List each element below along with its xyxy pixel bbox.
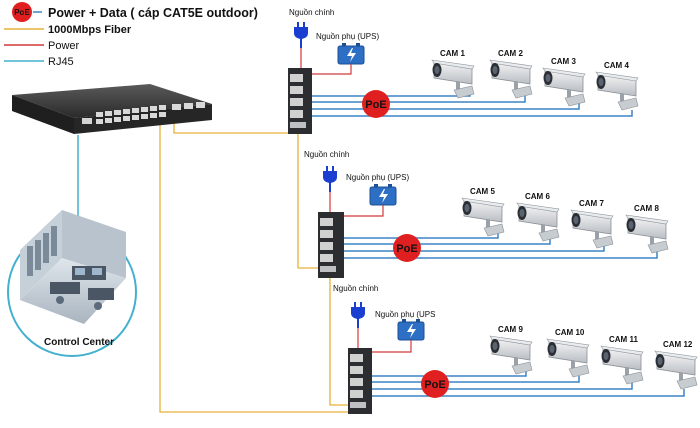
cctv-camera-icon bbox=[546, 338, 590, 378]
camera-7: CAM 7 bbox=[570, 199, 614, 249]
group-3-main-power-label: Nguồn chính bbox=[333, 284, 378, 293]
camera-label: CAM 10 bbox=[555, 328, 585, 337]
camera-label: CAM 9 bbox=[498, 325, 523, 334]
group-3-ups-battery-icon bbox=[397, 319, 425, 341]
camera-label: CAM 11 bbox=[609, 335, 638, 344]
fiber-link-2 bbox=[159, 120, 350, 413]
group-2-main-power-label: Nguồn chính bbox=[304, 150, 349, 159]
group-1-power-plug-icon bbox=[294, 22, 308, 48]
cctv-camera-icon bbox=[625, 214, 669, 254]
control-center: Control Center bbox=[7, 210, 137, 357]
cctv-camera-icon bbox=[542, 67, 586, 107]
camera-1: CAM 1 bbox=[431, 49, 475, 99]
fiber-link-3 bbox=[297, 133, 318, 269]
cctv-camera-icon bbox=[489, 59, 533, 99]
camera-label: CAM 4 bbox=[604, 61, 629, 70]
group-2-poe-text: PoE bbox=[396, 243, 417, 255]
cameras: CAM 1 CAM 2 CAM 3 CAM 4 CAM 5 CAM 6 CAM 7 CAM 8… bbox=[431, 49, 698, 390]
legend-poe-data: Power + Data ( cáp CAT5E outdoor) bbox=[48, 6, 258, 20]
group-3-ups-label: Nguồn phụ (UPS bbox=[375, 310, 435, 319]
group-3-poe-text: PoE bbox=[424, 379, 445, 391]
camera-4: CAM 4 bbox=[595, 61, 639, 111]
group-3-power-plug-icon bbox=[351, 302, 365, 328]
camera-6: CAM 6 bbox=[516, 192, 560, 242]
group-1-poe-text: PoE bbox=[365, 99, 386, 111]
fiber-link-4 bbox=[329, 268, 348, 406]
camera-group-3: Nguồn chính Nguồn phụ (UPS bbox=[333, 284, 685, 414]
group-2-ups-battery-icon bbox=[369, 184, 397, 206]
group-2-power-plug-icon bbox=[323, 166, 337, 192]
camera-label: CAM 1 bbox=[440, 49, 465, 58]
group-1-ups-battery-icon bbox=[337, 43, 365, 65]
camera-5: CAM 5 bbox=[461, 187, 505, 237]
camera-11: CAM 11 bbox=[600, 335, 644, 385]
cctv-camera-icon bbox=[489, 335, 533, 375]
camera-label: CAM 2 bbox=[498, 49, 523, 58]
camera-label: CAM 7 bbox=[579, 199, 604, 208]
camera-label: CAM 5 bbox=[470, 187, 495, 196]
group-2-ups-label: Nguồn phụ (UPS) bbox=[346, 173, 409, 182]
camera-10: CAM 10 bbox=[546, 328, 590, 378]
legend-power: Power bbox=[48, 40, 80, 52]
legend-fiber: 1000Mbps Fiber bbox=[48, 24, 132, 36]
camera-3: CAM 3 bbox=[542, 57, 586, 107]
core-switch bbox=[12, 84, 212, 134]
group-3-switch bbox=[348, 348, 372, 414]
camera-8: CAM 8 bbox=[625, 204, 669, 254]
cctv-camera-icon bbox=[595, 71, 639, 111]
camera-2: CAM 2 bbox=[489, 49, 533, 99]
group-1-ups-label: Nguồn phụ (UPS) bbox=[316, 32, 379, 41]
cctv-camera-icon bbox=[431, 59, 475, 99]
cctv-camera-icon bbox=[461, 197, 505, 237]
camera-label: CAM 3 bbox=[551, 57, 576, 66]
camera-9: CAM 9 bbox=[489, 325, 533, 375]
cctv-camera-icon bbox=[654, 350, 698, 390]
cctv-camera-icon bbox=[600, 345, 644, 385]
camera-group-2: Nguồn chính Nguồn phụ (UPS) bbox=[304, 150, 658, 278]
group-1-poe-badge bbox=[362, 90, 390, 118]
group-3-poe-lines bbox=[372, 370, 685, 397]
group-3-poe-badge bbox=[421, 370, 449, 398]
camera-12: CAM 12 bbox=[654, 340, 698, 390]
poe-legend-badge-text: PoE bbox=[14, 8, 30, 17]
cctv-camera-icon bbox=[570, 209, 614, 249]
group-1-switch bbox=[288, 68, 312, 134]
group-2-poe-badge bbox=[393, 234, 421, 262]
camera-group-1: Nguồn chính Nguồn phụ (UPS) bbox=[288, 8, 633, 134]
camera-label: CAM 8 bbox=[634, 204, 659, 213]
camera-label: CAM 12 bbox=[663, 340, 693, 349]
legend: PoE Power + Data ( cáp CAT5E outdoor) 10… bbox=[4, 2, 258, 68]
group-1-main-power-label: Nguồn chính bbox=[289, 8, 334, 17]
control-center-label: Control Center bbox=[44, 337, 114, 348]
poe-legend-badge bbox=[12, 2, 32, 22]
legend-rj45: RJ45 bbox=[48, 56, 74, 68]
fiber-links bbox=[159, 115, 350, 413]
group-2-switch bbox=[318, 212, 344, 278]
camera-label: CAM 6 bbox=[525, 192, 550, 201]
cctv-camera-icon bbox=[516, 202, 560, 242]
